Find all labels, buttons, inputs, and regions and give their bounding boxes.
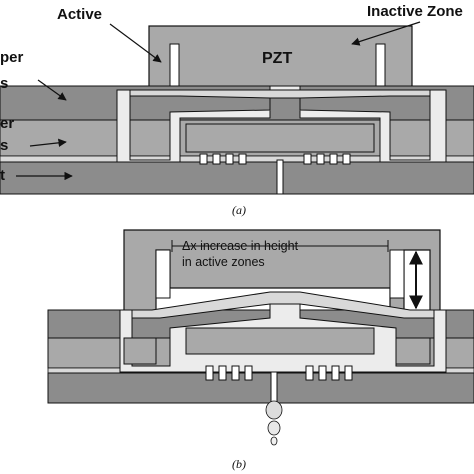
figure-a: Active Inactive Zone PZT per s er s t (a… bbox=[0, 3, 474, 217]
active-slot-right-b bbox=[389, 249, 405, 299]
nozzle-fins-b bbox=[205, 365, 353, 381]
label-left-2: s bbox=[0, 75, 8, 92]
nozzle-gap-b bbox=[270, 371, 278, 404]
label-left-3: er bbox=[0, 115, 14, 132]
inner-block-b bbox=[185, 327, 375, 355]
side-block-left-b bbox=[123, 337, 157, 365]
droplet-large bbox=[265, 400, 283, 420]
droplet-medium bbox=[267, 420, 281, 436]
caption-b: (b) bbox=[232, 457, 246, 471]
nozzle-fins-a bbox=[199, 153, 351, 165]
label-left-4: s bbox=[0, 137, 8, 154]
nozzle-gap-a bbox=[276, 159, 284, 195]
label-pzt: PZT bbox=[262, 50, 292, 67]
label-active: Active bbox=[57, 6, 102, 23]
active-slot-left-b bbox=[155, 249, 171, 299]
arrow-inactive bbox=[351, 21, 421, 46]
inner-block-a bbox=[185, 123, 375, 153]
figure-b: Δx increase in height in active zones bbox=[47, 229, 474, 471]
arrow-left-2 bbox=[29, 138, 67, 148]
caption-a: (a) bbox=[232, 203, 246, 217]
label-left-5: t bbox=[0, 167, 5, 184]
arrow-active bbox=[109, 23, 162, 63]
annotation-line2: in active zones bbox=[182, 255, 265, 269]
membrane-a bbox=[129, 89, 431, 99]
label-inactive-zone: Inactive Zone bbox=[367, 3, 463, 20]
arrow-left-1 bbox=[37, 79, 67, 101]
bottom-layer-b bbox=[47, 372, 474, 404]
side-block-right-b bbox=[395, 337, 431, 365]
active-slot-left-a bbox=[169, 43, 180, 90]
active-slot-right-a bbox=[375, 43, 386, 90]
pzt-block-a bbox=[148, 25, 413, 91]
annotation-line1: Δx increase in height bbox=[182, 239, 299, 253]
label-left-1: per bbox=[0, 49, 24, 66]
bottom-layer-a bbox=[0, 161, 474, 195]
droplet-small bbox=[270, 436, 278, 446]
membrane-b bbox=[131, 291, 435, 319]
